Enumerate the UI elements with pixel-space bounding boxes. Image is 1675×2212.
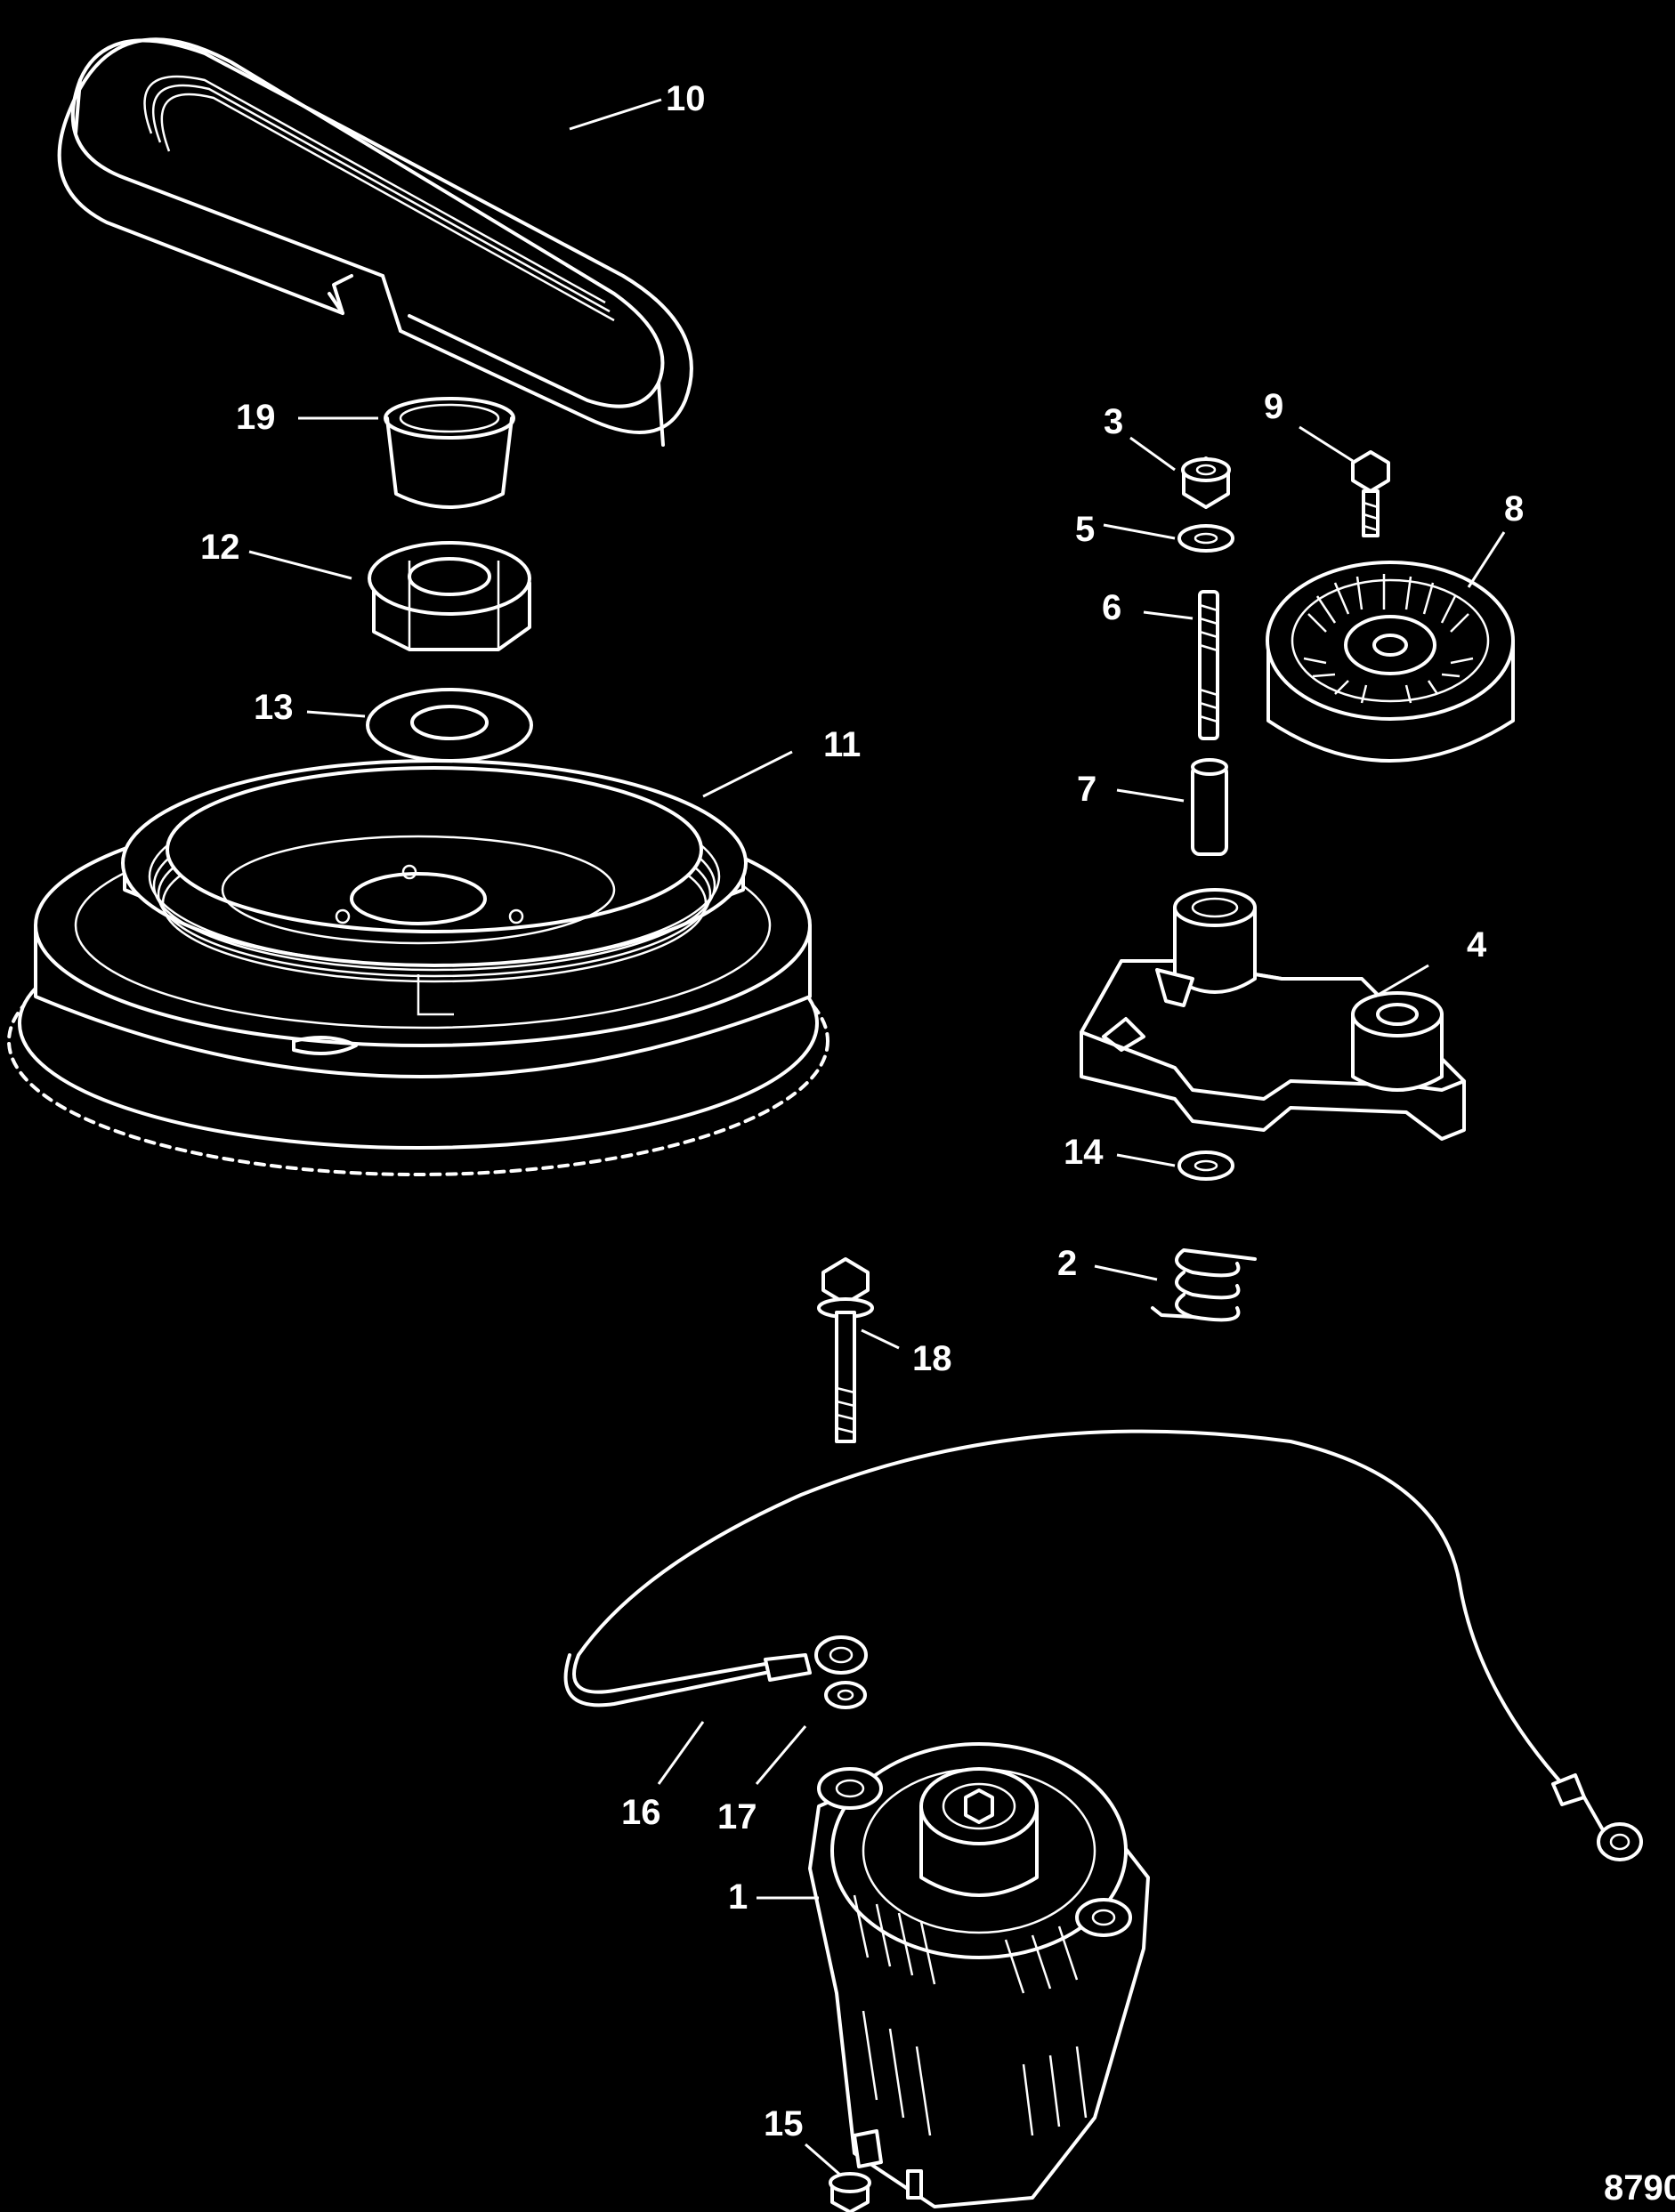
part-spring — [1151, 1248, 1257, 1322]
part-belt — [57, 37, 693, 447]
callout-9: 9 — [1264, 387, 1283, 426]
callout-8: 8 — [1504, 489, 1524, 529]
part-alternator-bolt — [817, 1257, 874, 1443]
part-flywheel — [7, 759, 829, 1176]
callout-4: 4 — [1467, 925, 1487, 965]
part-idler-bracket — [1080, 888, 1466, 1141]
callout-1: 1 — [728, 1877, 748, 1917]
figure-number: 8790 — [1604, 2168, 1675, 2208]
callout-3: 3 — [1104, 402, 1123, 441]
part-bushing — [384, 397, 515, 509]
callout-13: 13 — [254, 688, 294, 727]
part-flywheel-nut — [368, 541, 531, 651]
part-idler-pulley — [1266, 561, 1515, 763]
callout-12: 12 — [200, 528, 240, 567]
part-washer-17 — [824, 1681, 867, 1709]
callout-18: 18 — [912, 1339, 952, 1378]
callout-16: 16 — [621, 1793, 661, 1832]
part-nut — [1181, 456, 1231, 509]
part-washer-5 — [1177, 524, 1234, 553]
callout-19: 19 — [236, 398, 276, 437]
callout-6: 6 — [1102, 588, 1121, 627]
callout-7: 7 — [1077, 770, 1096, 809]
part-alternator-nut — [829, 2172, 871, 2212]
callout-2: 2 — [1057, 1244, 1077, 1283]
callout-17: 17 — [717, 1797, 757, 1837]
part-spacer — [1191, 758, 1228, 856]
part-idler-bolt — [1351, 450, 1390, 537]
callout-14: 14 — [1064, 1133, 1104, 1172]
part-washer-14 — [1177, 1150, 1234, 1181]
callout-10: 10 — [666, 79, 706, 118]
callout-5: 5 — [1075, 510, 1095, 549]
callout-15: 15 — [764, 2104, 804, 2143]
part-ground-cable — [563, 1429, 1643, 1861]
part-alternator — [808, 1742, 1150, 2208]
part-flywheel-washer — [366, 688, 533, 763]
part-stud — [1198, 590, 1219, 740]
callout-11: 11 — [823, 725, 861, 764]
callout-labels: 10 19 12 13 11 3 5 6 7 9 8 4 14 2 18 16 … — [200, 79, 1524, 2143]
leader-lines — [248, 98, 1506, 2177]
